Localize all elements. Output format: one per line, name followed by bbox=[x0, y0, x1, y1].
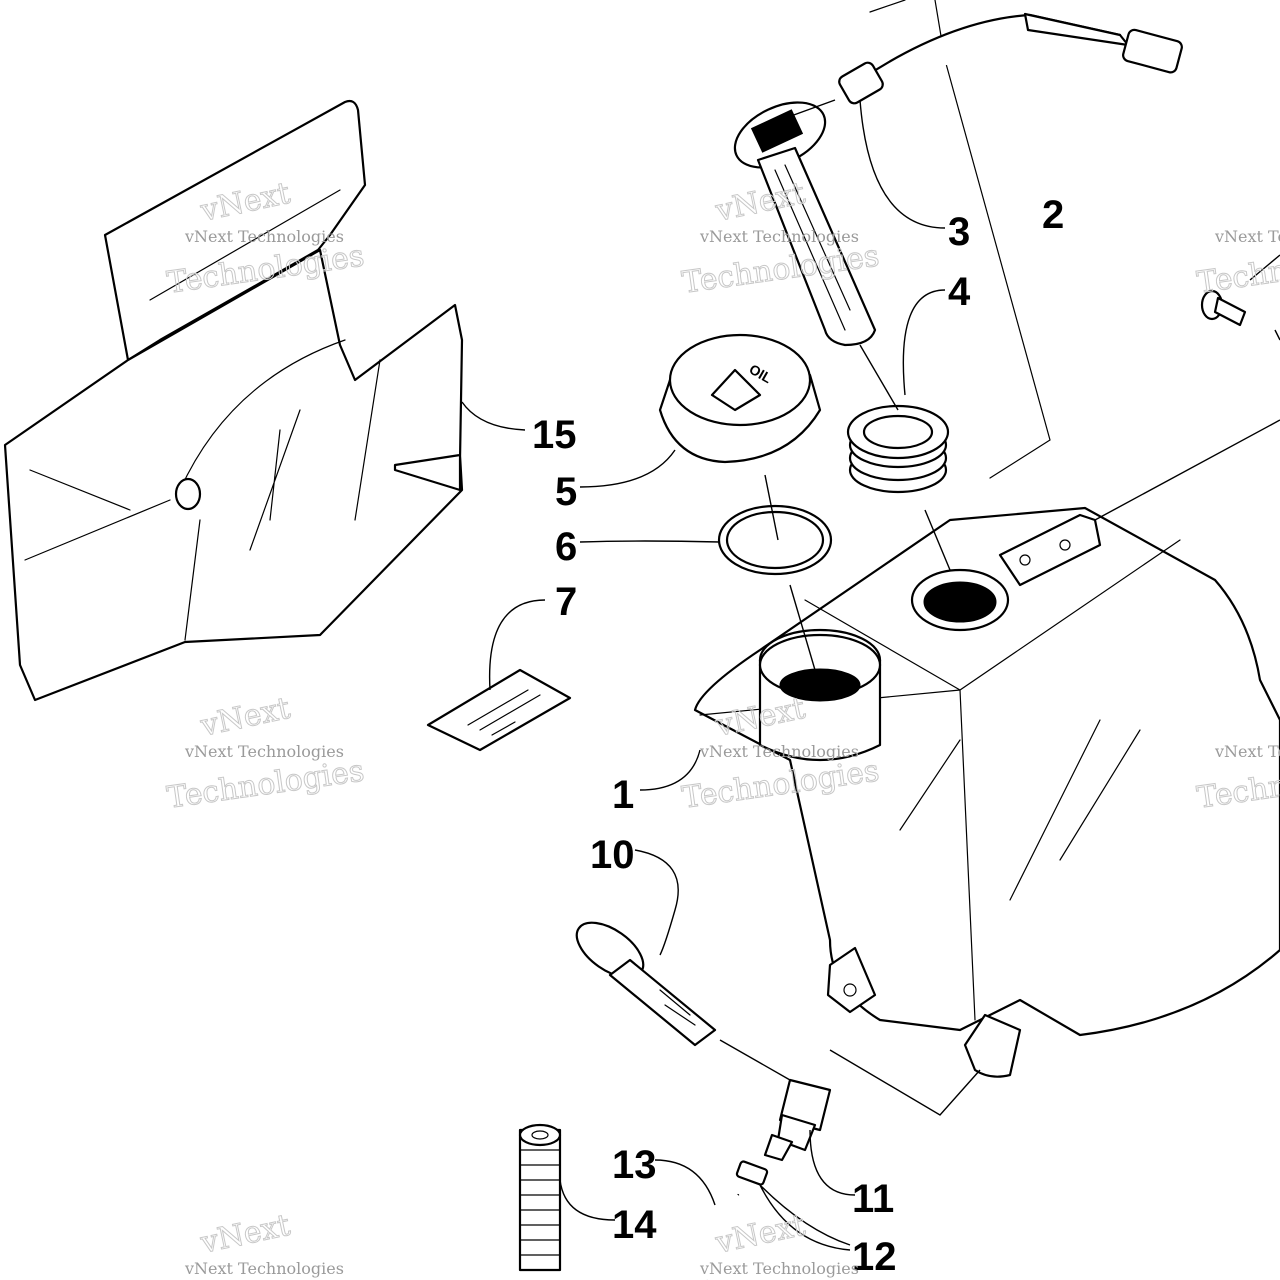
part-6-o-ring bbox=[717, 504, 833, 576]
part-2-sender-assembly bbox=[733, 0, 1183, 479]
callout-6: 6 bbox=[555, 525, 577, 569]
part-5-oil-cap: OIL bbox=[658, 333, 822, 464]
part-11-fitting bbox=[763, 1078, 832, 1162]
callout-2: 2 bbox=[1042, 193, 1064, 237]
callout-12: 12 bbox=[852, 1235, 897, 1279]
watermark-vnext: vNext bbox=[197, 1208, 293, 1261]
callout-7: 7 bbox=[555, 580, 577, 624]
callout-1: 1 bbox=[612, 773, 634, 817]
watermark-text: vNext Technologies bbox=[1214, 742, 1280, 761]
watermark-technologies: Technologies bbox=[165, 754, 366, 816]
watermark-text: vNext Technologies bbox=[184, 227, 344, 246]
callout-10: 10 bbox=[590, 833, 635, 877]
callout-11: 11 bbox=[852, 1177, 894, 1221]
screw-right-edge bbox=[1094, 254, 1280, 521]
part-4-grommet bbox=[846, 404, 950, 494]
callout-labels: 1 2 3 4 5 6 7 10 11 12 13 14 15 bbox=[532, 193, 1064, 1279]
watermark-text: vNext Technologies bbox=[699, 742, 859, 761]
callout-15: 15 bbox=[532, 413, 577, 457]
part-14-sleeve bbox=[518, 1123, 562, 1272]
callout-3: 3 bbox=[948, 210, 970, 254]
leader-lines bbox=[461, 99, 981, 1251]
watermark-vnext: vNext bbox=[197, 691, 293, 744]
part-15-heat-shield bbox=[3, 99, 464, 702]
watermark-text: vNext Technologies bbox=[184, 1259, 344, 1278]
part-7-decal bbox=[426, 668, 572, 752]
watermark-text: vNext Technologies bbox=[1214, 227, 1280, 246]
callout-4: 4 bbox=[948, 270, 971, 314]
watermark-technologies: Technologies bbox=[1195, 239, 1280, 301]
part-13-hose bbox=[705, 1193, 741, 1280]
watermark-text: vNext Technologies bbox=[184, 742, 344, 761]
watermark-text: vNext Technologies bbox=[699, 227, 859, 246]
part-1-oil-tank bbox=[693, 506, 1280, 1078]
callout-14: 14 bbox=[612, 1203, 657, 1247]
callout-13: 13 bbox=[612, 1143, 657, 1187]
part-12-clamp bbox=[735, 1160, 769, 1186]
watermark-text: vNext Technologies bbox=[699, 1259, 859, 1278]
part-10-strap bbox=[575, 921, 717, 1047]
callout-5: 5 bbox=[555, 470, 577, 514]
